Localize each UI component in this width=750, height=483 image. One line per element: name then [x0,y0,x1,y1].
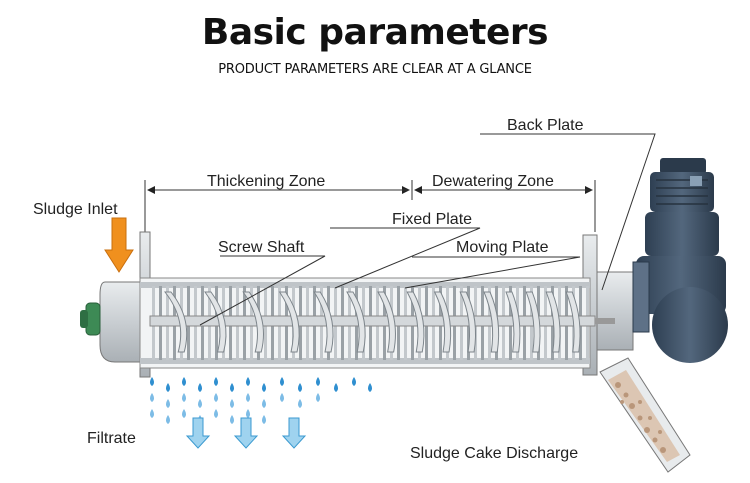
zone-dimensions [144,180,596,232]
label-fixed-plate: Fixed Plate [392,211,472,228]
sludge-inlet-arrow [104,217,134,273]
page-subtitle: PRODUCT PARAMETERS ARE CLEAR AT A GLANCE [218,62,532,77]
drive-motor [632,158,728,363]
label-sludge-inlet: Sludge Inlet [33,201,118,218]
filtrate-arrows [185,417,307,449]
label-thickening-zone: Thickening Zone [207,173,325,190]
label-back-plate: Back Plate [507,117,584,134]
label-screw-shaft: Screw Shaft [218,239,305,256]
label-moving-plate: Moving Plate [456,239,549,256]
screw-shaft [149,291,615,353]
discharge-chute [599,357,691,473]
label-filtrate: Filtrate [87,430,136,447]
label-sludge-cake-discharge: Sludge Cake Discharge [410,445,578,462]
leader-lines [199,133,656,326]
filtrate-droplets [150,377,372,424]
page-title: Basic parameters [201,12,549,53]
label-dewatering-zone: Dewatering Zone [432,173,554,190]
inlet-tank [80,281,141,363]
